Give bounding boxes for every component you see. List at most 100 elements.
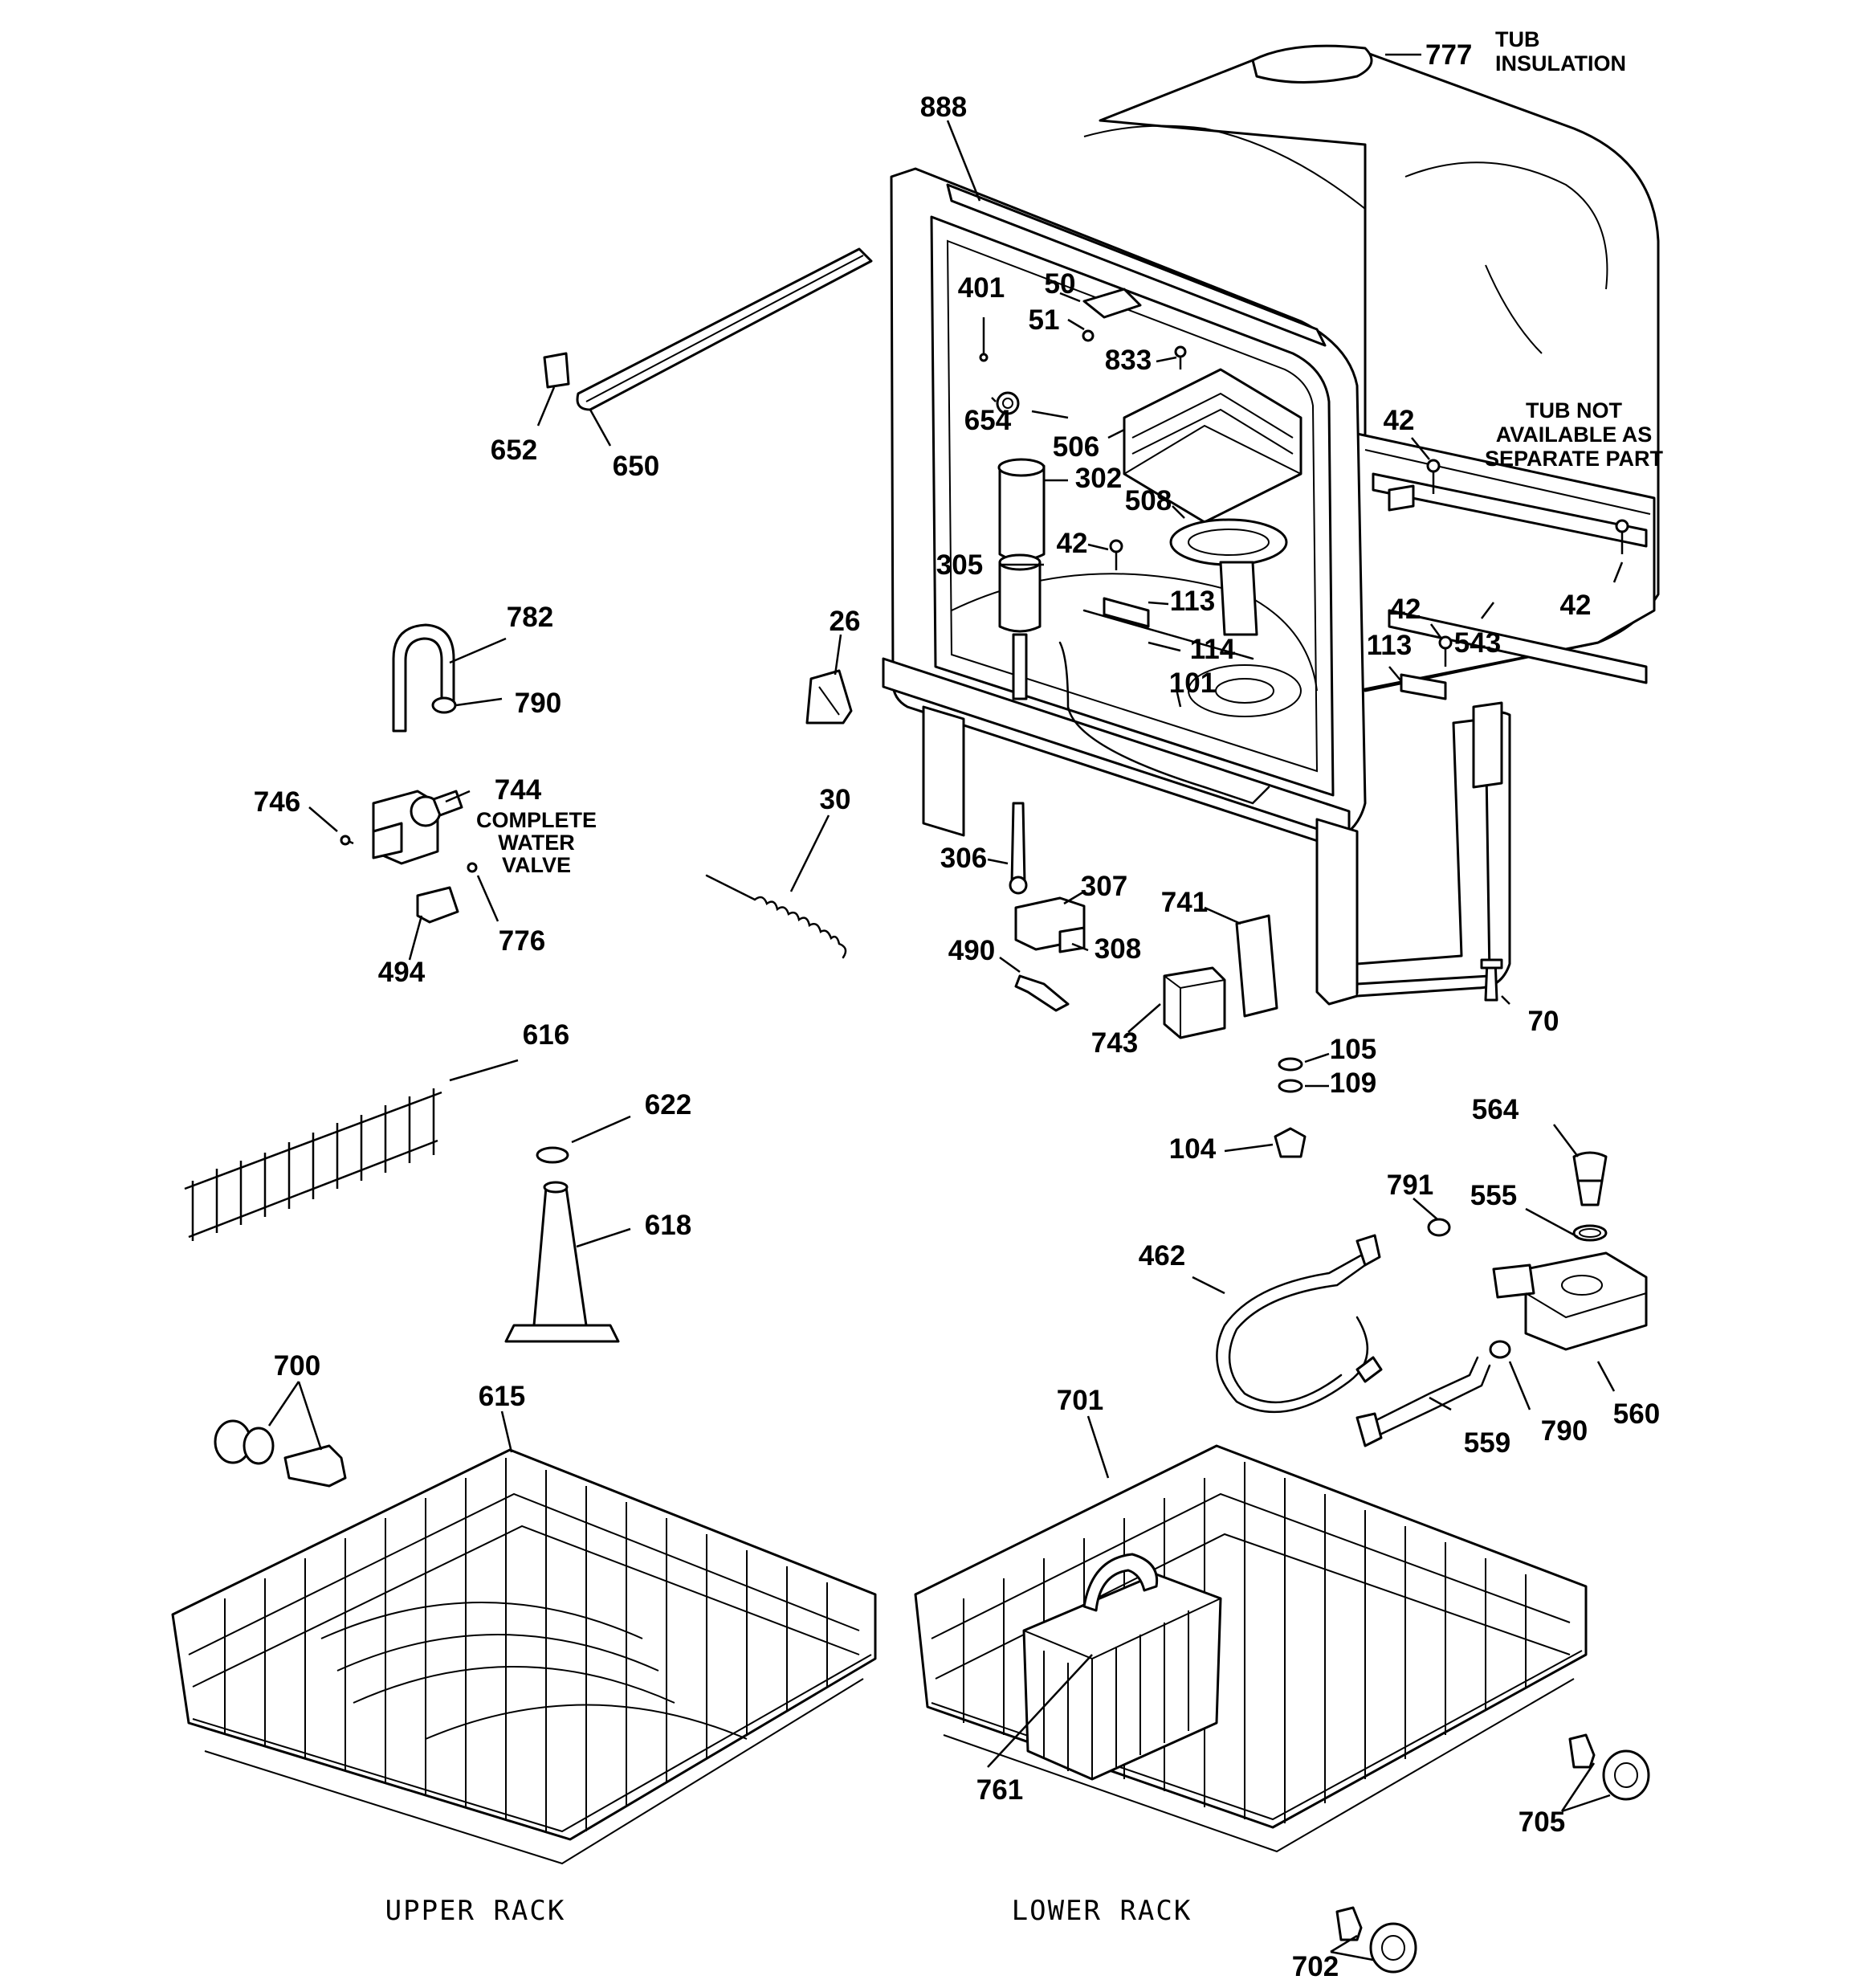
clip-700 (283, 1444, 347, 1488)
tub-assembly (882, 44, 1660, 1006)
part-label: 490 (948, 935, 995, 966)
part-label: 616 (523, 1019, 569, 1051)
clamp-790a (431, 696, 457, 714)
part-label: 462 (1139, 1240, 1185, 1272)
hose-782 (392, 623, 455, 733)
part-label: 555 (1470, 1180, 1517, 1211)
part-label: 564 (1472, 1094, 1519, 1125)
part-label: 302 (1075, 463, 1122, 494)
left-loose-parts (184, 247, 873, 1488)
bracket-50 (1082, 288, 1142, 319)
part-label: 701 (1057, 1385, 1103, 1416)
part-label: 308 (1095, 933, 1141, 965)
block-743 (1163, 966, 1226, 1039)
bolt-306 (1010, 802, 1026, 885)
cup-302 (998, 461, 1046, 561)
caption-lower-rack: LOWER RACK (1012, 1895, 1192, 1927)
clip-113a (1103, 597, 1150, 628)
internal-parts (979, 288, 1629, 700)
part-label: 615 (479, 1381, 525, 1412)
part-label: 42 (1560, 590, 1592, 621)
part-label: 508 (1125, 485, 1172, 516)
part-label: 104 (1169, 1133, 1217, 1165)
part-label: 705 (1519, 1806, 1565, 1838)
part-label: 782 (507, 602, 553, 633)
part-label: 777 (1425, 39, 1472, 71)
part-label: 30 (820, 784, 851, 815)
part-label: 42 (1384, 405, 1415, 436)
part-label: 622 (645, 1089, 691, 1121)
part-label: 702 (1292, 1951, 1339, 1982)
knob-654 (996, 391, 1020, 415)
part-label: 654 (964, 405, 1012, 436)
part-label: 746 (254, 786, 300, 818)
hose-559 (1364, 1356, 1479, 1427)
part-label: 790 (515, 688, 561, 719)
part-label: 306 (940, 843, 987, 874)
part-label: 42 (1057, 528, 1088, 559)
end-cap-652 (543, 352, 570, 389)
part-label: 543 (1454, 627, 1501, 659)
notes: TUB INSULATION TUB NOT AVAILABLE AS SEPA… (476, 27, 1664, 877)
clip-702 (1335, 1906, 1363, 1941)
part-label: 26 (830, 606, 861, 637)
clip-113b (1400, 673, 1447, 700)
caption-upper-rack: UPPER RACK (385, 1895, 566, 1927)
part-label: 560 (1613, 1398, 1660, 1430)
clamp-791 (1427, 1218, 1451, 1237)
rack-wheels (1335, 1733, 1650, 1974)
part-label: 113 (1170, 586, 1215, 617)
part-label: 109 (1330, 1067, 1376, 1099)
washer-105 (1278, 1057, 1303, 1072)
tine-row-616 (184, 1088, 442, 1241)
part-label: 700 (274, 1350, 320, 1382)
leader-lines (267, 53, 1624, 1961)
part-label: 70 (1528, 1006, 1559, 1037)
washer-109 (1278, 1079, 1303, 1093)
part-label: 833 (1105, 345, 1152, 376)
part-label: 790 (1541, 1415, 1588, 1447)
note-tub-not-available-line1: TUB NOT (1526, 398, 1622, 423)
note-water-valve-line3: VALVE (502, 853, 571, 877)
part-label: 101 (1169, 667, 1216, 699)
note-water-valve-line2: WATER (498, 831, 575, 855)
lower-rack (914, 1444, 1588, 1853)
part-label: 791 (1387, 1170, 1433, 1201)
part-label: 105 (1330, 1034, 1376, 1065)
upper-rack (171, 1448, 877, 1865)
spring-30 (705, 874, 756, 901)
part-label: 743 (1091, 1027, 1138, 1059)
part-label: 114 (1190, 634, 1236, 665)
bracket-494 (416, 886, 459, 924)
clip-705 (1568, 1733, 1596, 1769)
washer-622 (536, 1146, 569, 1164)
note-tub-insulation-line2: INSULATION (1495, 51, 1626, 76)
part-label: 776 (499, 925, 545, 957)
part-label: 50 (1045, 268, 1076, 300)
part-label: 401 (958, 272, 1005, 304)
part-label: 744 (495, 774, 542, 806)
valve-564 (1572, 1151, 1608, 1182)
part-labels: 777 888 401 50 51 833 654 506 302 508 42… (254, 39, 1660, 1982)
note-tub-not-available-line2: AVAILABLE AS (1496, 423, 1653, 447)
part-label: 305 (936, 549, 983, 581)
note-tub-not-available-line3: SEPARATE PART (1485, 447, 1664, 471)
part-label: 113 (1367, 630, 1412, 661)
part-label: 761 (976, 1774, 1023, 1806)
nozzle-104 (1274, 1127, 1307, 1158)
bracket-26 (805, 669, 853, 725)
part-label: 741 (1161, 887, 1208, 918)
clamp-790b (1489, 1340, 1511, 1359)
center-right-loose-parts (1009, 802, 1648, 1447)
part-label: 888 (920, 92, 967, 123)
oring-555 (1572, 1224, 1608, 1242)
part-490 (1014, 974, 1070, 1012)
part-label: 42 (1390, 594, 1421, 625)
pump-560 (1524, 1251, 1648, 1351)
part-label: 650 (613, 451, 659, 482)
wheel-705 (1602, 1749, 1650, 1801)
bracket-741 (1235, 914, 1278, 1018)
part-label: 51 (1029, 304, 1060, 336)
part-label: 559 (1464, 1427, 1510, 1459)
